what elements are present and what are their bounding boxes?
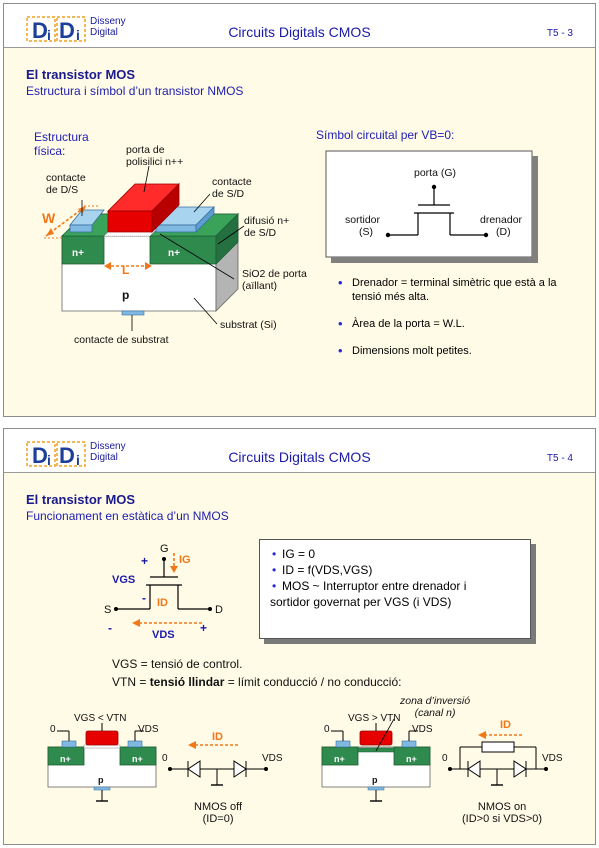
bullet-item: Àrea de la porta = W.L. bbox=[334, 317, 574, 331]
slide-title: El transistor MOS bbox=[26, 492, 136, 507]
symbol-source-label: sortidor (S) bbox=[345, 214, 381, 238]
gate-terminal-label: G bbox=[160, 543, 169, 555]
vgs-definition: VGS = tensió de control. bbox=[112, 657, 243, 671]
off-p-label: p bbox=[98, 775, 104, 785]
off-circuit-vds-label: VDS bbox=[262, 753, 283, 764]
physical-structure-label: Estructura física: bbox=[34, 130, 89, 158]
substrate-contact-label: contacte de substrat bbox=[74, 334, 169, 346]
info-line: sortidor governat per VGS (i VDS) bbox=[270, 595, 452, 609]
vgs-minus-label: - bbox=[142, 591, 146, 605]
info-line: MOS ~ Interruptor entre drenador i bbox=[270, 578, 520, 594]
ig-label: IG bbox=[179, 554, 191, 566]
nmos-off-cross-section bbox=[47, 723, 157, 802]
logo-text: Disseny Digital bbox=[90, 16, 126, 38]
slide-t5-4: D i D i Disseny Digital Circuits Digital… bbox=[3, 428, 596, 845]
vds-minus-label: - bbox=[108, 621, 112, 635]
on-source-zero-label: 0 bbox=[324, 724, 330, 735]
didi-logo: D i D i bbox=[26, 16, 86, 43]
off-caption: NMOS off (ID=0) bbox=[194, 801, 243, 825]
p-substrate-label: p bbox=[122, 288, 130, 302]
on-n-right-label: n+ bbox=[406, 754, 417, 764]
on-condition-label: VGS > VTN bbox=[348, 713, 401, 724]
on-circuit-vds-label: VDS bbox=[542, 753, 563, 764]
off-n-left-label: n+ bbox=[60, 754, 71, 764]
on-zone-label: zona d’inversió (canal n) bbox=[400, 695, 471, 719]
slide-header: D i D i Disseny Digital Circuits Digital… bbox=[4, 4, 595, 48]
svg-text:D: D bbox=[59, 443, 75, 468]
bullet-item: Drenador = terminal simètric que està a … bbox=[334, 276, 574, 304]
symbol-gate-label: porta (G) bbox=[414, 167, 457, 179]
id-label: ID bbox=[157, 597, 168, 609]
vgs-label: VGS bbox=[112, 574, 136, 586]
didi-logo: D i D i bbox=[26, 441, 86, 468]
contact-ds-label: contacte de D/S bbox=[46, 172, 86, 196]
header-title: Circuits Digitals CMOS bbox=[228, 24, 371, 40]
svg-text:D: D bbox=[32, 18, 48, 43]
svg-text:i: i bbox=[76, 452, 80, 468]
svg-text:i: i bbox=[76, 27, 80, 43]
on-vds-label: VDS bbox=[412, 724, 433, 735]
on-id-label: ID bbox=[500, 719, 511, 731]
page-number: T5 - 4 bbox=[546, 453, 573, 464]
slide-title: El transistor MOS bbox=[26, 67, 136, 82]
logo-text: Disseny Digital bbox=[90, 441, 126, 463]
off-source-zero-label: 0 bbox=[50, 724, 56, 735]
slide1-bullets: Drenador = terminal simètric que està a … bbox=[334, 276, 574, 371]
off-n-right-label: n+ bbox=[132, 754, 143, 764]
slide-subtitle: Funcionament en estàtica d’un NMOS bbox=[26, 509, 229, 523]
operation-info-box: IG = 0 ID = f(VDS,VGS) MOS ~ Interruptor… bbox=[259, 539, 531, 639]
contact-sd-label: contacte de S/D bbox=[212, 176, 252, 200]
slide-t5-3: D i D i Disseny Digital Circuits Digital… bbox=[3, 3, 596, 417]
n-plus-right-label: n+ bbox=[168, 248, 180, 259]
svg-text:i: i bbox=[47, 27, 51, 43]
on-circuit-zero-label: 0 bbox=[442, 753, 448, 764]
w-label: W bbox=[42, 210, 56, 226]
svg-text:i: i bbox=[47, 452, 51, 468]
substrate-label: substrat (Si) bbox=[220, 319, 277, 331]
vds-plus-label: + bbox=[200, 621, 208, 635]
on-caption: NMOS on (ID>0 si VDS>0) bbox=[462, 801, 543, 825]
info-line: IG = 0 bbox=[270, 546, 520, 562]
n-plus-left-label: n+ bbox=[72, 248, 84, 259]
off-condition-label: VGS < VTN bbox=[74, 713, 127, 724]
svg-text:D: D bbox=[59, 18, 75, 43]
nmos-on-diode-circuit bbox=[448, 731, 548, 786]
symbol-title: Símbol circuital per VB=0: bbox=[316, 128, 455, 142]
nmos-off-diode-circuit bbox=[168, 741, 268, 786]
sio2-label: SiO2 de porta (aïllant) bbox=[242, 268, 307, 292]
off-id-label: ID bbox=[212, 731, 223, 743]
gate-label: porta de polisilici n++ bbox=[126, 144, 184, 168]
drain-terminal-label: D bbox=[215, 604, 223, 616]
symbol-box bbox=[325, 150, 538, 263]
on-p-label: p bbox=[372, 775, 378, 785]
header-title: Circuits Digitals CMOS bbox=[228, 449, 371, 465]
diffusion-label: difusió n+ de S/D bbox=[244, 215, 290, 239]
slide-subtitle: Estructura i símbol d’un transistor NMOS bbox=[26, 84, 244, 98]
bullet-item: Dimensions molt petites. bbox=[334, 344, 574, 358]
source-terminal-label: S bbox=[104, 604, 112, 616]
nmos-off-on-diagrams bbox=[47, 718, 548, 802]
page-number: T5 - 3 bbox=[546, 28, 573, 39]
vtn-definition: VTN = tensió llindar = límit conducció /… bbox=[112, 675, 402, 689]
svg-text:D: D bbox=[32, 443, 48, 468]
nmos-on-cross-section bbox=[321, 718, 431, 802]
vgs-plus-label: + bbox=[141, 554, 149, 568]
off-vds-label: VDS bbox=[138, 724, 159, 735]
l-label: L bbox=[122, 263, 130, 277]
nmos-bias-symbol bbox=[114, 553, 212, 627]
vds-label: VDS bbox=[152, 629, 175, 641]
off-circuit-zero-label: 0 bbox=[162, 753, 168, 764]
slide-header: D i D i Disseny Digital Circuits Digital… bbox=[4, 429, 595, 473]
mos-physical-structure bbox=[44, 165, 245, 331]
on-n-left-label: n+ bbox=[334, 754, 345, 764]
info-line: ID = f(VDS,VGS) bbox=[270, 562, 520, 578]
symbol-drain-label: drenador (D) bbox=[480, 214, 523, 238]
